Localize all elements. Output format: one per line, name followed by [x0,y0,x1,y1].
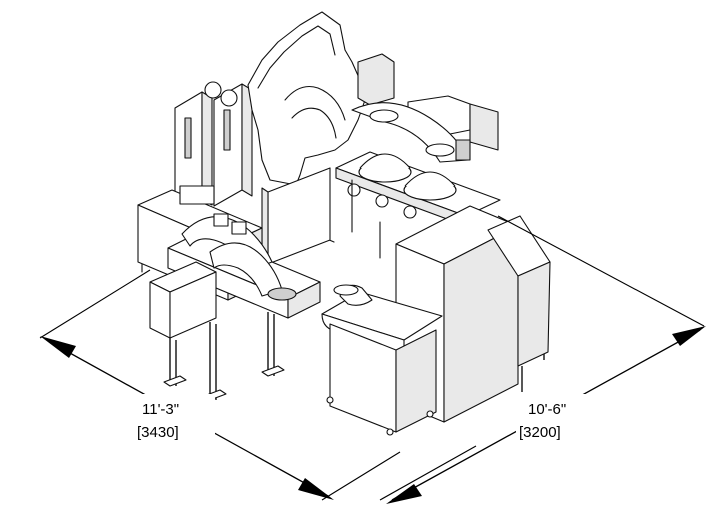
depth-dimension: 10'-6" [3200] [379,215,706,504]
front-control-desk [321,284,443,436]
width-imperial-label: 11'-3" [142,401,179,418]
depth-arrow-top [672,326,706,346]
front-left-hopper [149,261,217,339]
width-extension-line-left [39,269,151,339]
front-left-roller-station [167,213,321,319]
width-metric-label: [3430] [137,424,179,441]
width-extension-line-right [321,451,401,501]
right-side-console [487,215,551,392]
divider-wall [261,167,331,265]
depth-extension-line-bottom [379,445,477,501]
width-arrow-right [298,478,334,500]
depth-imperial-label: 10'-6" [528,401,566,418]
width-dimension: 11'-3" [3430] [39,269,401,501]
width-arrow-left [40,336,76,358]
depth-arrow-bottom [386,484,422,504]
depth-metric-label: [3200] [519,424,561,441]
right-rear-roller-unit [351,95,499,163]
center-bowl-table [319,151,501,259]
back-left-control-panels [174,81,253,216]
depth-extension-line-top [497,215,705,327]
rear-shaped-panel [247,11,395,186]
